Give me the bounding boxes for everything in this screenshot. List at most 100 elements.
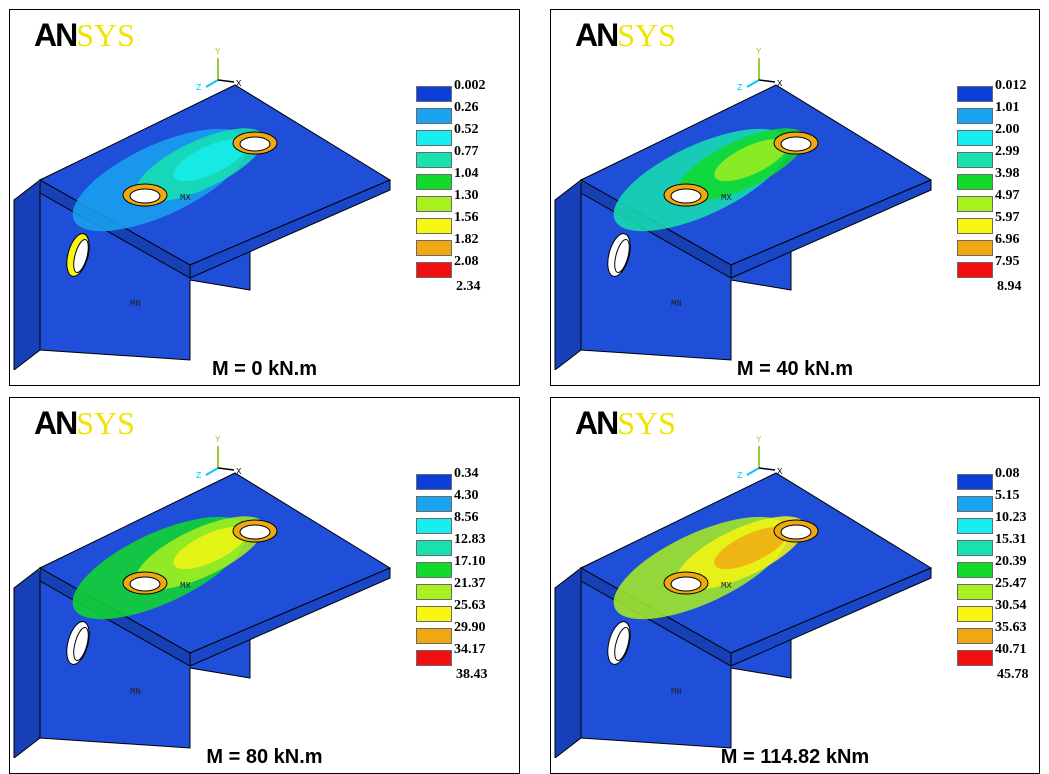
legend-swatch [416,218,452,234]
legend-swatch [416,606,452,622]
legend-swatch [416,262,452,278]
ansys-logo: ANSYS [575,405,676,441]
legend-row: 12.83 [414,532,504,556]
bolt-hole [239,524,271,540]
legend-value: 5.97 [995,210,1020,225]
legend-swatch [957,240,993,256]
legend-value: 12.83 [454,532,486,547]
triad-y-label: Y [215,435,221,445]
triad-x-axis [217,467,235,471]
legend-value: 1.30 [454,188,479,203]
triad-x-axis [758,467,776,471]
legend-row: 1.30 [414,188,504,212]
legend-row: 1.82 [414,233,504,256]
legend-value: 1.01 [995,100,1020,115]
legend-row: 5.15 [955,489,1039,512]
legend-value: 30.54 [995,598,1027,613]
max-marker: MX [721,581,732,591]
legend-swatch [957,196,993,212]
legend-row: 0.012 [955,79,1039,102]
legend-row: 17.10 [414,554,504,578]
legend-value: 0.002 [454,78,486,93]
min-marker: MN [130,687,141,697]
legend-value: 8.94 [997,279,1022,294]
max-marker: MX [180,581,191,591]
legend-row: 3.98 [955,166,1039,190]
ansys-logo: ANSYS [34,405,135,441]
legend-row: 0.34 [414,467,504,490]
triad-z-axis [746,79,760,88]
moment-caption: M = 114.82 kNm [720,746,870,768]
legend-value: 40.71 [995,642,1027,657]
legend-value: 3.98 [995,166,1020,181]
legend-swatch [416,152,452,168]
legend-value: 4.97 [995,188,1020,203]
legend-value: 6.96 [995,232,1020,247]
triad-y-label: Y [215,47,221,57]
legend-row: 2.08 [414,255,504,278]
legend-row: 15.31 [955,533,1039,556]
legend-row: 4.30 [414,489,504,512]
contour-region [173,526,247,570]
legend-row: 0.002 [414,78,504,102]
legend-swatch [957,628,993,644]
contour-region [173,138,247,182]
legend-swatch [416,562,452,578]
legend-value: 7.95 [995,254,1020,269]
legend-value: 29.90 [454,620,486,635]
legend-swatch [416,584,452,600]
legend-row: 20.39 [955,555,1039,578]
triad-z-label: Z [737,471,743,481]
legend-row: 0.52 [414,123,504,146]
bolt-hole [129,576,161,592]
max-marker: MX [180,193,191,203]
bolt-hole [73,627,89,661]
bolt-hole [670,188,702,204]
triad-x-label: X [777,467,783,477]
legend-row: 8.56 [414,511,504,534]
triad-z-label: Z [196,471,202,481]
legend-swatch [957,174,993,190]
legend-value: 35.63 [995,620,1027,635]
legend-value: 17.10 [454,554,486,569]
legend-swatch [416,628,452,644]
legend-swatch [957,496,993,512]
legend-swatch [957,108,993,124]
triad-x-label: X [777,79,783,89]
legend-swatch [416,540,452,556]
contour-region [714,526,788,570]
min-marker: MN [671,299,682,309]
legend-value: 25.63 [454,598,486,613]
legend-swatch [957,262,993,278]
legend-value: 2.00 [995,122,1020,137]
bolt-hole [614,239,630,273]
legend-swatch [957,562,993,578]
legend-row: 0.26 [414,101,504,124]
legend-swatch [957,474,993,490]
legend-swatch [416,474,452,490]
legend-swatch [416,130,452,146]
legend-value: 34.17 [454,642,486,657]
bolt-hole [614,627,630,661]
bolt-hole [780,524,812,540]
bolt-hole [239,136,271,152]
legend-value: 2.34 [456,279,481,294]
legend-row: 34.17 [414,642,504,666]
legend-row: 29.90 [414,620,504,644]
vertical-plate-edge [554,178,582,370]
legend-swatch [416,650,452,666]
legend-swatch [957,518,993,534]
legend-row: 35.63 [955,620,1039,644]
triad-y-label: Y [756,435,762,445]
legend-value: 10.23 [995,510,1027,525]
legend-row: 7.95 [955,254,1039,278]
legend-swatch [957,130,993,146]
